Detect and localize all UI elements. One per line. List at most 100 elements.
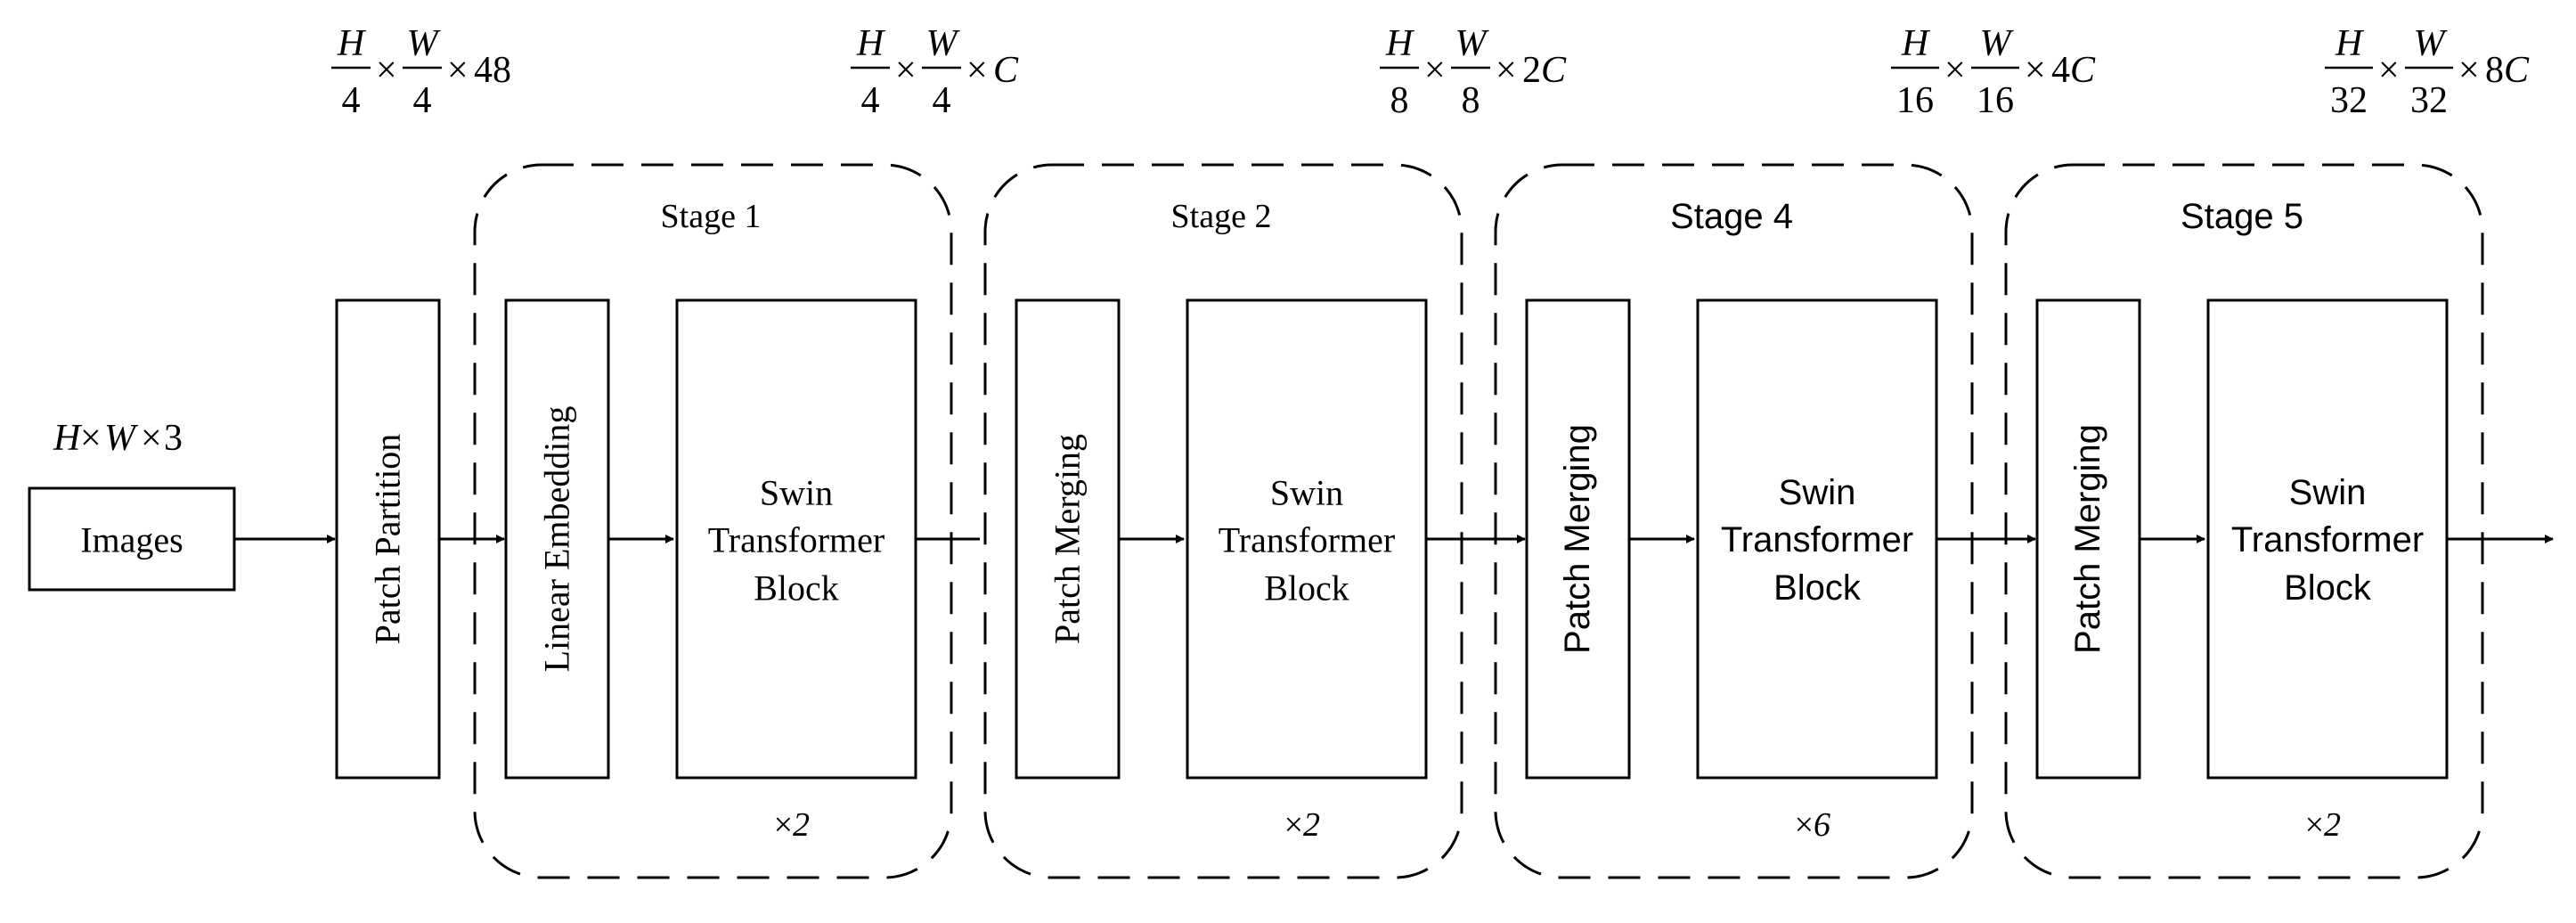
- images-label: Images: [80, 520, 183, 560]
- fraction-numerator: H: [337, 23, 367, 64]
- fraction-numerator: W: [1455, 23, 1490, 64]
- dim-suffix-number: 48: [474, 50, 511, 91]
- swin-block-label-line: Block: [754, 568, 839, 609]
- dim-times: ×: [2458, 50, 2480, 91]
- repeat-times: ×: [2305, 806, 2324, 844]
- fraction-denominator: 32: [2330, 80, 2368, 121]
- swin-block-label-line: Swin: [760, 473, 833, 513]
- images-box: [28, 486, 236, 592]
- repeat-number: 2: [2324, 806, 2341, 844]
- dim-times: ×: [1424, 50, 1446, 91]
- dim-var-w: W: [104, 418, 139, 459]
- dim-times: ×: [966, 50, 988, 91]
- dim-times: ×: [1944, 50, 1966, 91]
- dim-times: ×: [2378, 50, 2400, 91]
- stage-frame: [1494, 163, 1974, 879]
- fraction-numerator: W: [926, 23, 961, 64]
- repeat-times: ×: [1284, 806, 1303, 844]
- repeat-count: ×2: [1284, 806, 1320, 844]
- dim-times: ×: [80, 418, 102, 459]
- fraction-numerator: H: [2335, 23, 2365, 64]
- dimension-label: H4×W4×C: [851, 23, 1019, 121]
- dim-suffix: 4C: [2051, 50, 2096, 91]
- patch-merging-box: [2035, 298, 2141, 780]
- dimension-label: H32×W32×8C: [2325, 23, 2530, 121]
- fraction-denominator: 16: [1977, 80, 2014, 121]
- dim-suffix-variable: C: [2070, 50, 2096, 91]
- stage-title: Stage 2: [1171, 198, 1272, 235]
- swin-block-label-line: Block: [1773, 568, 1862, 608]
- fraction-numerator: H: [856, 23, 886, 64]
- patch-merging-label: Patch Merging: [2068, 424, 2107, 654]
- swin-transformer-block: [1696, 298, 1938, 780]
- dim-suffix: C: [993, 50, 1019, 91]
- repeat-count: ×2: [2305, 806, 2341, 844]
- fraction-denominator: 8: [1390, 80, 1409, 121]
- fraction-denominator: 4: [933, 80, 951, 121]
- dim-times: ×: [376, 50, 397, 91]
- patch-partition-box: [335, 298, 441, 780]
- dim-times: ×: [895, 50, 917, 91]
- dim-suffix: 8C: [2485, 50, 2530, 91]
- fraction-denominator: 4: [342, 80, 361, 121]
- swin-transformer-block: [2206, 298, 2449, 780]
- swin-transformer-block: [1186, 298, 1428, 780]
- stage-frame: [2004, 163, 2484, 879]
- swin-block-label-line: Swin: [1270, 473, 1343, 513]
- dim-var-h: H: [53, 418, 83, 459]
- patch-merging-label: Patch Merging: [1048, 434, 1088, 644]
- fraction-numerator: W: [2414, 23, 2449, 64]
- fraction-denominator: 4: [861, 80, 880, 121]
- dim-suffix-number: 8: [2485, 50, 2504, 91]
- fraction-numerator: H: [1385, 23, 1415, 64]
- swin-block-label-line: Transformer: [1219, 520, 1396, 560]
- dim-channels: 3: [164, 418, 183, 459]
- dimension-label: H8×W8×2C: [1380, 23, 1567, 121]
- swin-block-label-line: Transformer: [708, 520, 885, 560]
- swin-block-label-line: Transformer: [2231, 520, 2424, 560]
- dim-suffix: 48: [474, 50, 511, 91]
- repeat-number: 2: [1303, 806, 1320, 844]
- repeat-number: 2: [793, 806, 810, 844]
- stage-frame: [983, 163, 1463, 879]
- patch-merging-box: [1015, 298, 1121, 780]
- swin-block-label-line: Swin: [2289, 473, 2367, 512]
- fraction-numerator: W: [1980, 23, 2015, 64]
- swin-block-label-line: Block: [1264, 568, 1349, 609]
- patch-merging-label: Patch Merging: [1558, 424, 1597, 654]
- dim-suffix: 2C: [1522, 50, 1567, 91]
- linear-embedding-box: [504, 298, 610, 780]
- stage-frame: [473, 163, 953, 879]
- stage-title: Stage 5: [2181, 197, 2303, 236]
- fraction-denominator: 32: [2410, 80, 2448, 121]
- repeat-times: ×: [1795, 806, 1814, 844]
- fraction-denominator: 8: [1462, 80, 1480, 121]
- linear-embedding-label: Linear Embedding: [537, 406, 577, 673]
- dim-suffix-variable: C: [993, 50, 1019, 91]
- fraction-numerator: W: [407, 23, 442, 64]
- input-dims: H×W×3: [53, 418, 183, 459]
- stage-title: Stage 1: [661, 198, 762, 235]
- dim-suffix-number: 4: [2051, 50, 2070, 91]
- dimension-label: H16×W16×4C: [1891, 23, 2096, 121]
- stage-title: Stage 4: [1670, 197, 1793, 236]
- repeat-times: ×: [774, 806, 793, 844]
- patch-merging-box: [1525, 298, 1631, 780]
- fraction-numerator: H: [1901, 23, 1931, 64]
- dim-times: ×: [2025, 50, 2046, 91]
- dimension-label: H4×W4×48: [331, 23, 511, 121]
- repeat-count: ×2: [774, 806, 810, 844]
- fraction-denominator: 16: [1896, 80, 1934, 121]
- patch-partition-label: Patch Partition: [368, 434, 408, 645]
- dim-suffix-variable: C: [2504, 50, 2530, 91]
- repeat-number: 6: [1814, 806, 1830, 844]
- swin-transformer-block: [675, 298, 917, 780]
- dim-times: ×: [141, 418, 162, 459]
- dim-times: ×: [1496, 50, 1517, 91]
- swin-block-label-line: Transformer: [1721, 520, 1913, 560]
- dim-times: ×: [447, 50, 469, 91]
- swin-block-label-line: Swin: [1779, 473, 1856, 512]
- fraction-denominator: 4: [413, 80, 432, 121]
- swin-block-label-line: Block: [2284, 568, 2372, 608]
